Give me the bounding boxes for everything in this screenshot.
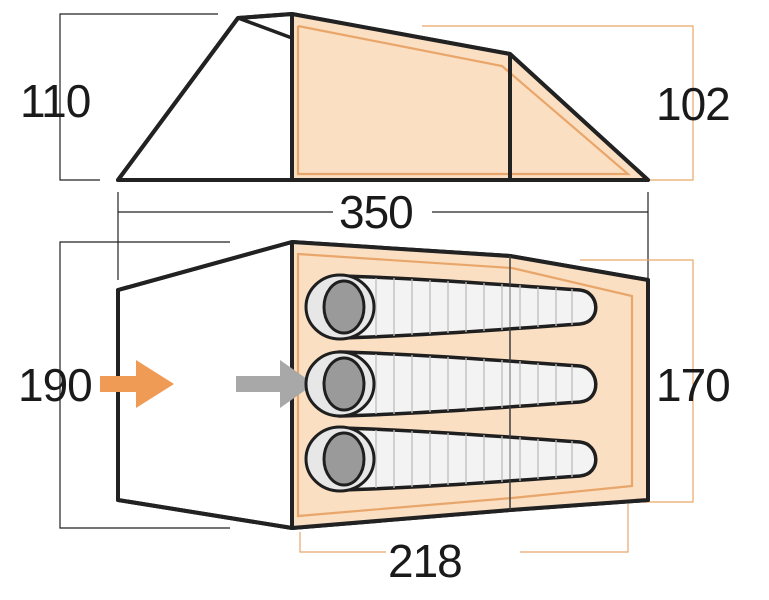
width-guide-outer	[59, 241, 230, 529]
side-outer-outline	[116, 12, 650, 182]
dim-label-height-front: 110	[20, 75, 90, 127]
sleeping-bag	[304, 350, 598, 418]
entry-arrow-grey-icon	[236, 360, 314, 408]
length-guide-inner	[299, 532, 386, 553]
dim-label-width-outer: 190	[18, 359, 92, 411]
length-guide	[117, 192, 649, 280]
entry-arrow-orange-icon	[100, 360, 174, 408]
side-ridge-fold	[237, 16, 293, 40]
sleeping-bag	[304, 273, 598, 341]
dim-label-width-inner: 170	[656, 359, 730, 411]
height-guide-rear	[422, 25, 694, 181]
sleeping-bag	[304, 425, 598, 493]
side-profile	[59, 12, 694, 182]
floor-inner-edge	[296, 252, 634, 518]
floor-plan	[59, 240, 694, 553]
dim-label-length-inner: 218	[388, 535, 462, 587]
side-inner-tent	[292, 14, 648, 180]
dim-label-total-length: 350	[339, 186, 413, 238]
side-inner-edge	[296, 24, 631, 176]
height-guide-front	[59, 13, 218, 181]
dim-label-height-rear: 102	[656, 78, 730, 130]
floor-outer-outline	[116, 240, 650, 530]
